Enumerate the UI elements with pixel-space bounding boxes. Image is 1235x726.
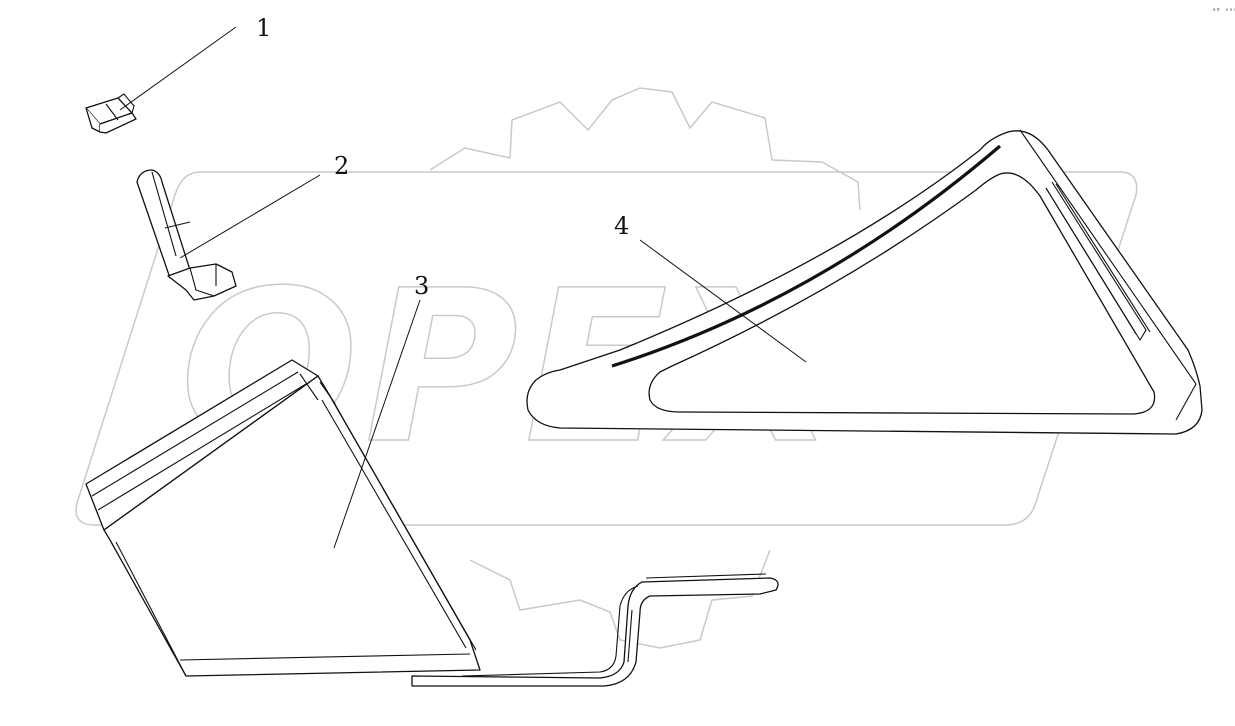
leader-line-4 xyxy=(639,239,807,363)
part-1-nut xyxy=(85,93,137,134)
watermark-frame xyxy=(75,171,1138,526)
part-4-gusset xyxy=(526,129,1203,435)
callout-1: 1 xyxy=(256,14,271,42)
callouts: 1 2 3 4 xyxy=(256,14,629,300)
callout-3: 3 xyxy=(414,272,429,300)
leader-line-2 xyxy=(179,174,321,259)
callout-2: 2 xyxy=(334,152,349,180)
corner-mark: ᵃᴰ ᵒᵒᵃ xyxy=(1212,7,1235,15)
leader-line-3 xyxy=(333,299,421,549)
part-3-bracket xyxy=(85,359,779,687)
gear-icon xyxy=(429,87,861,649)
callout-4: 4 xyxy=(614,212,629,240)
part-2-bolt xyxy=(136,169,237,301)
leader-lines xyxy=(119,26,807,549)
leader-line-1 xyxy=(119,26,237,111)
